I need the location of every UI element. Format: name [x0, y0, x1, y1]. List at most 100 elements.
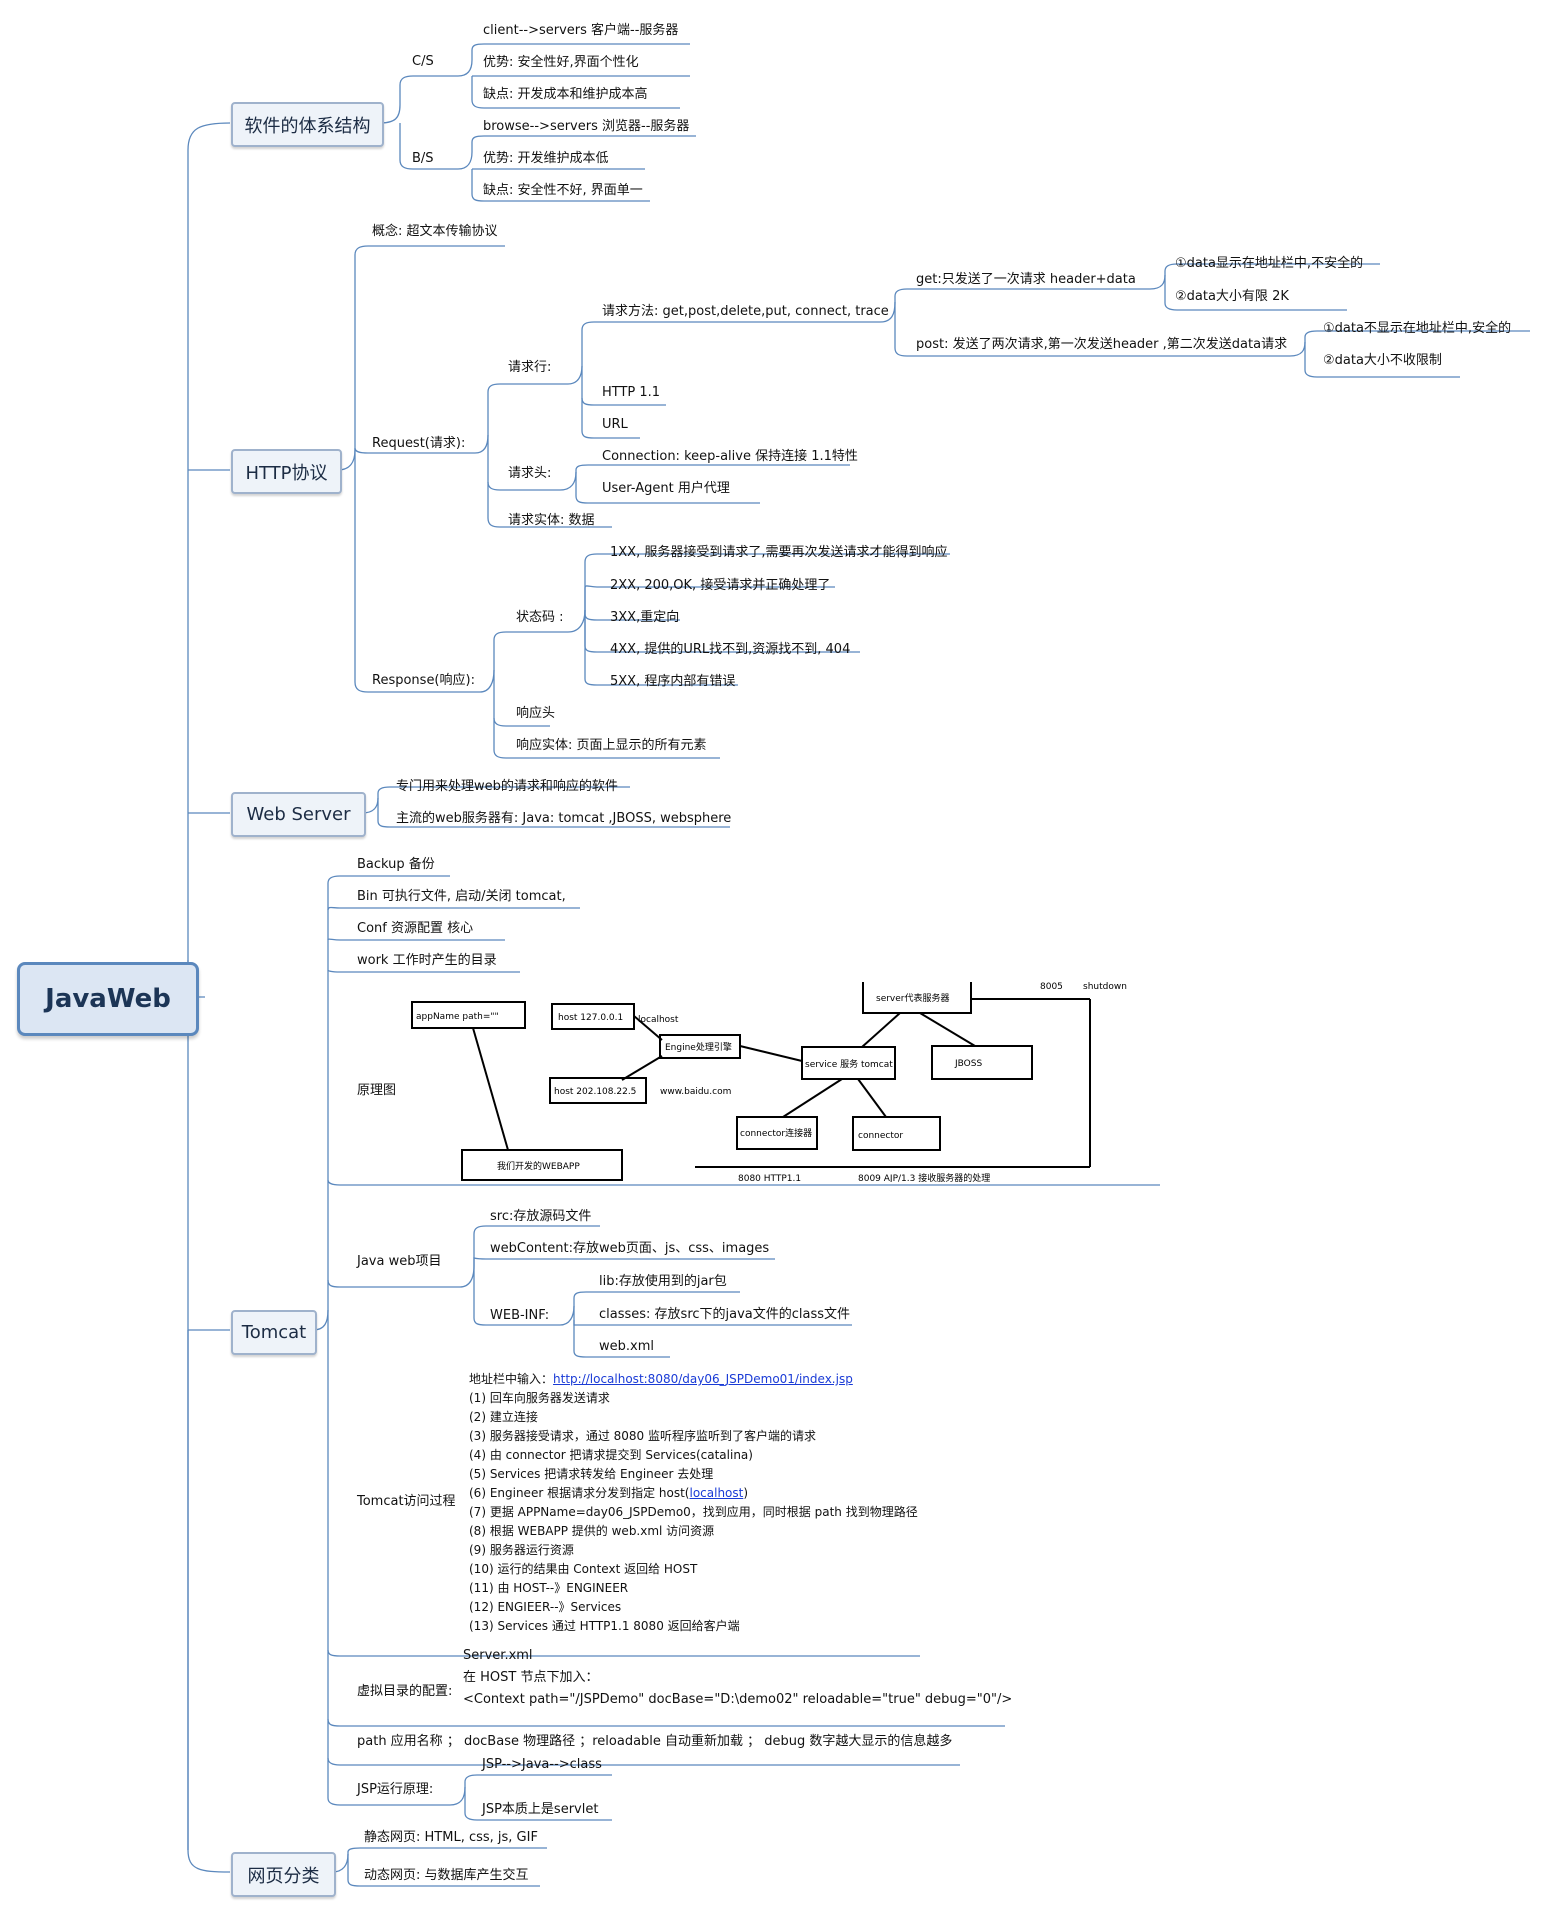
process-step: (2) 建立连接 — [469, 1410, 538, 1424]
host1-label: host 127.0.0.1 — [558, 1013, 623, 1023]
appname-box — [411, 1001, 526, 1029]
tomcat-dir[interactable]: Backup 备份 — [357, 857, 435, 872]
connector1-label: connector连接器 — [740, 1127, 812, 1139]
node-web-inf[interactable]: WEB-INF: — [490, 1308, 550, 1323]
response-body[interactable]: 响应实体: 页面上显示的所有元素 — [516, 738, 707, 753]
engine-label: Engine处理引擎 — [665, 1041, 732, 1053]
service-box — [801, 1046, 896, 1080]
node-status-code[interactable]: 状态码 : — [516, 610, 564, 625]
webapp-box — [461, 1149, 623, 1181]
status-item[interactable]: 1XX, 服务器接受到请求了,需要再次发送请求才能得到响应 — [610, 545, 948, 560]
cs-item[interactable]: 缺点: 开发成本和维护成本高 — [483, 87, 648, 102]
process-step: (5) Services 把请求转发给 Engineer 去处理 — [469, 1467, 714, 1481]
post-item[interactable]: ①data不显示在地址栏中,安全的 — [1323, 321, 1512, 336]
cs-item[interactable]: 优势: 安全性好,界面个性化 — [483, 55, 639, 70]
node-response[interactable]: Response(响应): — [372, 673, 475, 688]
node-request[interactable]: Request(请求): — [372, 436, 466, 451]
node-java-web-project[interactable]: Java web项目 — [357, 1254, 442, 1269]
node-request-header[interactable]: 请求头: — [508, 466, 552, 481]
request-header-item[interactable]: Connection: keep-alive 保持连接 1.1特性 — [602, 449, 858, 464]
request-header-item[interactable]: User-Agent 用户代理 — [602, 481, 730, 496]
process-step: (13) Services 通过 HTTP1.1 8080 返回给客户端 — [469, 1619, 740, 1633]
service-label: service 服务 tomcat — [805, 1058, 893, 1070]
node-cs[interactable]: C/S — [412, 54, 434, 69]
node-web-pages[interactable]: 网页分类 — [231, 1852, 336, 1897]
bs-item[interactable]: 缺点: 安全性不好, 界面单一 — [483, 183, 643, 198]
project-webcontent[interactable]: webContent:存放web页面、js、css、images — [490, 1241, 770, 1256]
get-desc[interactable]: get:只发送了一次请求 header+data — [916, 272, 1136, 287]
process-text: 地址栏中输入：http://localhost:8080/day06_JSPDe… — [469, 1370, 918, 1636]
response-header[interactable]: 响应头 — [516, 706, 556, 721]
webinf-item[interactable]: web.xml — [599, 1339, 654, 1354]
webserver-item[interactable]: 主流的web服务器有: Java: tomcat ,JBOSS, websphe… — [396, 811, 732, 826]
ajp8009-label: 8009 AJP/1.3 接收服务器的处理 — [858, 1172, 990, 1182]
connector2-label: connector — [858, 1131, 903, 1141]
webserver-item[interactable]: 专门用来处理web的请求和响应的软件 — [396, 779, 618, 794]
jsp-item[interactable]: JSP本质上是servlet — [482, 1802, 599, 1817]
project-src[interactable]: src:存放源码文件 — [490, 1209, 592, 1224]
status-item[interactable]: 5XX, 程序内部有错误 — [610, 674, 736, 689]
process-step: (8) 根据 WEBAPP 提供的 web.xml 访问资源 — [469, 1524, 715, 1538]
process-step: (12) ENGIEER--》Services — [469, 1600, 622, 1614]
localhost-label: localhost — [638, 1015, 679, 1025]
address-prefix: 地址栏中输入： — [469, 1372, 554, 1386]
connector2-box — [852, 1116, 941, 1151]
node-http[interactable]: HTTP协议 — [231, 449, 342, 494]
tomcat-dir[interactable]: work 工作时产生的目录 — [357, 953, 497, 968]
request-methods[interactable]: 请求方法: get,post,delete,put, connect, trac… — [602, 304, 889, 319]
vdir-line[interactable]: <Context path="/JSPDemo" docBase="D:\dem… — [463, 1692, 1013, 1707]
node-web-server[interactable]: Web Server — [231, 792, 366, 837]
vdir-line[interactable]: 在 HOST 节点下加入： — [463, 1670, 599, 1685]
process-step: (10) 运行的结果由 Context 返回给 HOST — [469, 1562, 698, 1576]
pages-item[interactable]: 静态网页: HTML, css, js, GIF — [364, 1830, 538, 1845]
webinf-item[interactable]: classes: 存放src下的java文件的class文件 — [599, 1307, 851, 1322]
jsp-item[interactable]: JSP-->Java-->class — [482, 1757, 602, 1772]
http-concept[interactable]: 概念: 超文本传输协议 — [372, 224, 498, 239]
node-bs[interactable]: B/S — [412, 151, 434, 166]
node-architecture[interactable]: 软件的体系结构 — [231, 102, 384, 147]
process-step: (11) 由 HOST--》ENGINEER — [469, 1581, 629, 1595]
node-request-line[interactable]: 请求行: — [508, 360, 552, 375]
status-item[interactable]: 4XX, 提供的URL找不到,资源找不到, 404 — [610, 642, 851, 657]
status-item[interactable]: 2XX, 200,OK, 接受请求并正确处理了 — [610, 578, 831, 593]
node-virtual-dir[interactable]: 虚拟目录的配置: — [357, 1684, 453, 1699]
bs-item[interactable]: 优势: 开发维护成本低 — [483, 151, 609, 166]
host2-label: host 202.108.22.5 — [554, 1087, 636, 1097]
process-step: (7) 更据 APPName=day06_JSPDemo0，找到应用，同时根据 … — [469, 1505, 918, 1519]
tomcat-dir[interactable]: Bin 可执行文件, 启动/关闭 tomcat, — [357, 889, 566, 904]
baidu-label: www.baidu.com — [660, 1087, 731, 1097]
address-link[interactable]: http://localhost:8080/day06_JSPDemo01/in… — [553, 1372, 853, 1386]
process-step: (9) 服务器运行资源 — [469, 1543, 574, 1557]
get-item[interactable]: ①data显示在地址栏中,不安全的 — [1175, 256, 1364, 271]
process-step: (1) 回车向服务器发送请求 — [469, 1391, 610, 1405]
process-step: (4) 由 connector 把请求提交到 Services(catalina… — [469, 1448, 753, 1462]
jboss-box — [931, 1045, 1033, 1080]
cs-item[interactable]: client-->servers 客户端--服务器 — [483, 23, 679, 38]
request-body[interactable]: 请求实体: 数据 — [508, 513, 595, 528]
http-url[interactable]: URL — [602, 417, 628, 432]
http8080-label: 8080 HTTP1.1 — [738, 1174, 801, 1182]
webinf-item[interactable]: lib:存放使用到的jar包 — [599, 1274, 727, 1289]
shutdown-label: shutdown — [1083, 982, 1127, 992]
status-item[interactable]: 3XX,重定向 — [610, 610, 680, 625]
jboss-label: JBOSS — [954, 1059, 982, 1069]
node-tomcat-process[interactable]: Tomcat访问过程 — [357, 1494, 456, 1509]
tomcat-dir[interactable]: Conf 资源配置 核心 — [357, 921, 474, 936]
get-item[interactable]: ②data大小有限 2K — [1175, 289, 1289, 304]
server-box — [862, 982, 972, 1014]
process-step-end: ) — [743, 1486, 749, 1500]
bs-item[interactable]: browse-->servers 浏览器--服务器 — [483, 119, 690, 134]
principle-diagram: appName path="" host 127.0.0.1 localhost… — [411, 982, 1127, 1182]
root-node[interactable]: JavaWeb — [17, 962, 199, 1036]
post-item[interactable]: ②data大小不收限制 — [1323, 353, 1442, 368]
node-principle-diagram[interactable]: 原理图 — [357, 1083, 397, 1098]
vdir-line[interactable]: Server.xml — [463, 1648, 533, 1663]
pages-item[interactable]: 动态网页: 与数据库产生交互 — [364, 1868, 529, 1883]
node-jsp[interactable]: JSP运行原理: — [357, 1782, 434, 1797]
http-version[interactable]: HTTP 1.1 — [602, 385, 661, 400]
connector1-box — [736, 1116, 818, 1150]
node-tomcat[interactable]: Tomcat — [231, 1310, 317, 1355]
localhost-link[interactable]: localhost — [689, 1486, 744, 1500]
path-note[interactable]: path 应用名称 ； docBase 物理路径 ；reloadable 自动重… — [357, 1734, 953, 1749]
post-desc[interactable]: post: 发送了两次请求,第一次发送header ,第二次发送data请求 — [916, 337, 1288, 352]
